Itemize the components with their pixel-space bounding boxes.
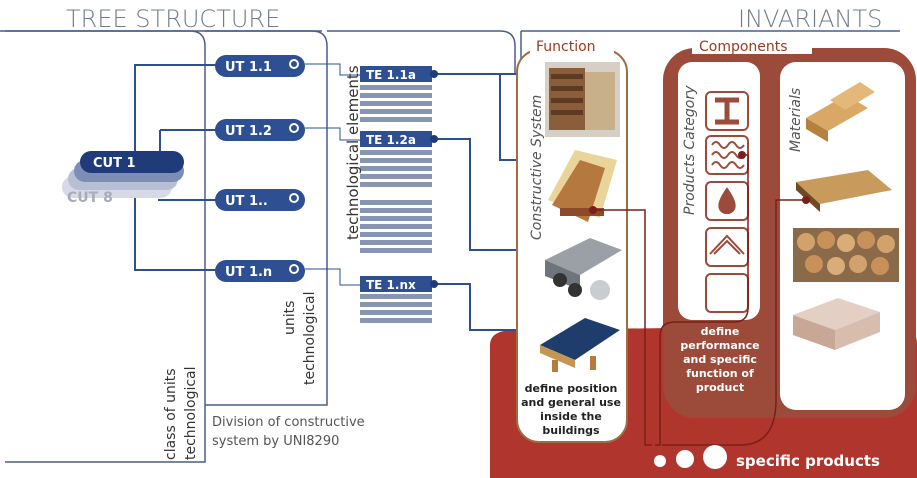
invariants-title: INVARIANTS	[738, 5, 882, 33]
solar-panel-image	[540, 318, 620, 372]
function-title: Function	[536, 39, 596, 55]
brick-image	[793, 298, 880, 350]
cut-tree-lines	[134, 64, 225, 271]
division-note-1: Division of constructive	[212, 415, 365, 430]
te-dot-2	[430, 135, 438, 143]
cut-8-label: CUT 8	[67, 190, 113, 206]
class-label: class of units	[163, 368, 179, 460]
te-dot-1	[430, 70, 438, 78]
product-icons	[705, 91, 749, 313]
specific-products-label: specific products	[736, 452, 880, 470]
te-header-3: TE 1.nx	[360, 276, 432, 292]
te-label-2: TE 1.2a	[366, 133, 416, 147]
dot-small	[654, 455, 666, 467]
i-beam-icon	[705, 91, 749, 131]
cut-1-label: CUT 1	[93, 156, 136, 171]
te-label-3: TE 1.nx	[366, 278, 416, 292]
wall-section-image	[545, 62, 620, 137]
function-connector	[593, 209, 652, 446]
tree-structure-title: TREE STRUCTURE	[66, 5, 280, 33]
te-function-lines	[432, 73, 525, 331]
products-category-panel	[678, 62, 760, 320]
components-note-2: performance	[680, 339, 759, 352]
te-bars	[360, 85, 432, 323]
units-frame	[205, 30, 328, 406]
ut-label-1: UT 1.1	[225, 60, 272, 75]
wood-blocks-image	[806, 82, 875, 142]
products-category-label: Products Category	[682, 85, 698, 215]
function-note-1: define position	[525, 382, 618, 395]
product-connector	[655, 154, 749, 446]
ut-pill-3: UT 1..	[215, 189, 305, 211]
function-title-bg	[530, 38, 614, 54]
log-pile-image	[793, 228, 899, 282]
te-header-1: TE 1.1a	[360, 66, 432, 82]
ut-pill-4: UT 1.n	[215, 260, 305, 282]
units-label-2: technological	[302, 291, 318, 385]
components-note-5: product	[696, 381, 744, 394]
tech-elements-label: technological elements	[344, 65, 362, 240]
division-note-2: system by UNI8290	[212, 434, 339, 449]
te-label-1: TE 1.1a	[366, 68, 416, 82]
cut-pill	[80, 151, 184, 173]
units-label: units	[282, 301, 298, 335]
class-label-2: technological	[183, 366, 199, 460]
connector-dot-3	[589, 206, 597, 214]
constructive-system-label: Constructive System	[529, 95, 545, 240]
material-connector	[662, 199, 806, 446]
components-note-4: function of	[686, 367, 754, 380]
te-header-2: TE 1.2a	[360, 131, 432, 147]
ut-te-lines	[305, 63, 360, 286]
dot-medium	[676, 450, 694, 468]
connector-dot-1	[738, 151, 746, 159]
te-dot-3	[430, 280, 438, 288]
ut-label-3: UT 1..	[225, 194, 268, 209]
components-note-3: and specific	[683, 353, 757, 366]
components-title-bg	[692, 38, 812, 54]
ut-pill-1: UT 1.1	[215, 55, 305, 77]
floor-slab-image	[545, 238, 622, 300]
function-note-3: inside the	[540, 410, 602, 423]
ut-label-2: UT 1.2	[225, 124, 272, 139]
components-title: Components	[699, 39, 788, 55]
dot-large	[703, 445, 727, 469]
function-note-4: buildings	[542, 424, 600, 437]
ut-label-4: UT 1.n	[225, 265, 272, 280]
function-note-2: and general use	[521, 396, 621, 409]
connector-dot-2	[802, 196, 810, 204]
class-frame	[5, 30, 206, 463]
elements-frame	[327, 30, 516, 75]
ut-pill-2: UT 1.2	[215, 119, 305, 141]
components-note-1: define	[701, 325, 740, 338]
materials-label: Materials	[788, 88, 804, 152]
